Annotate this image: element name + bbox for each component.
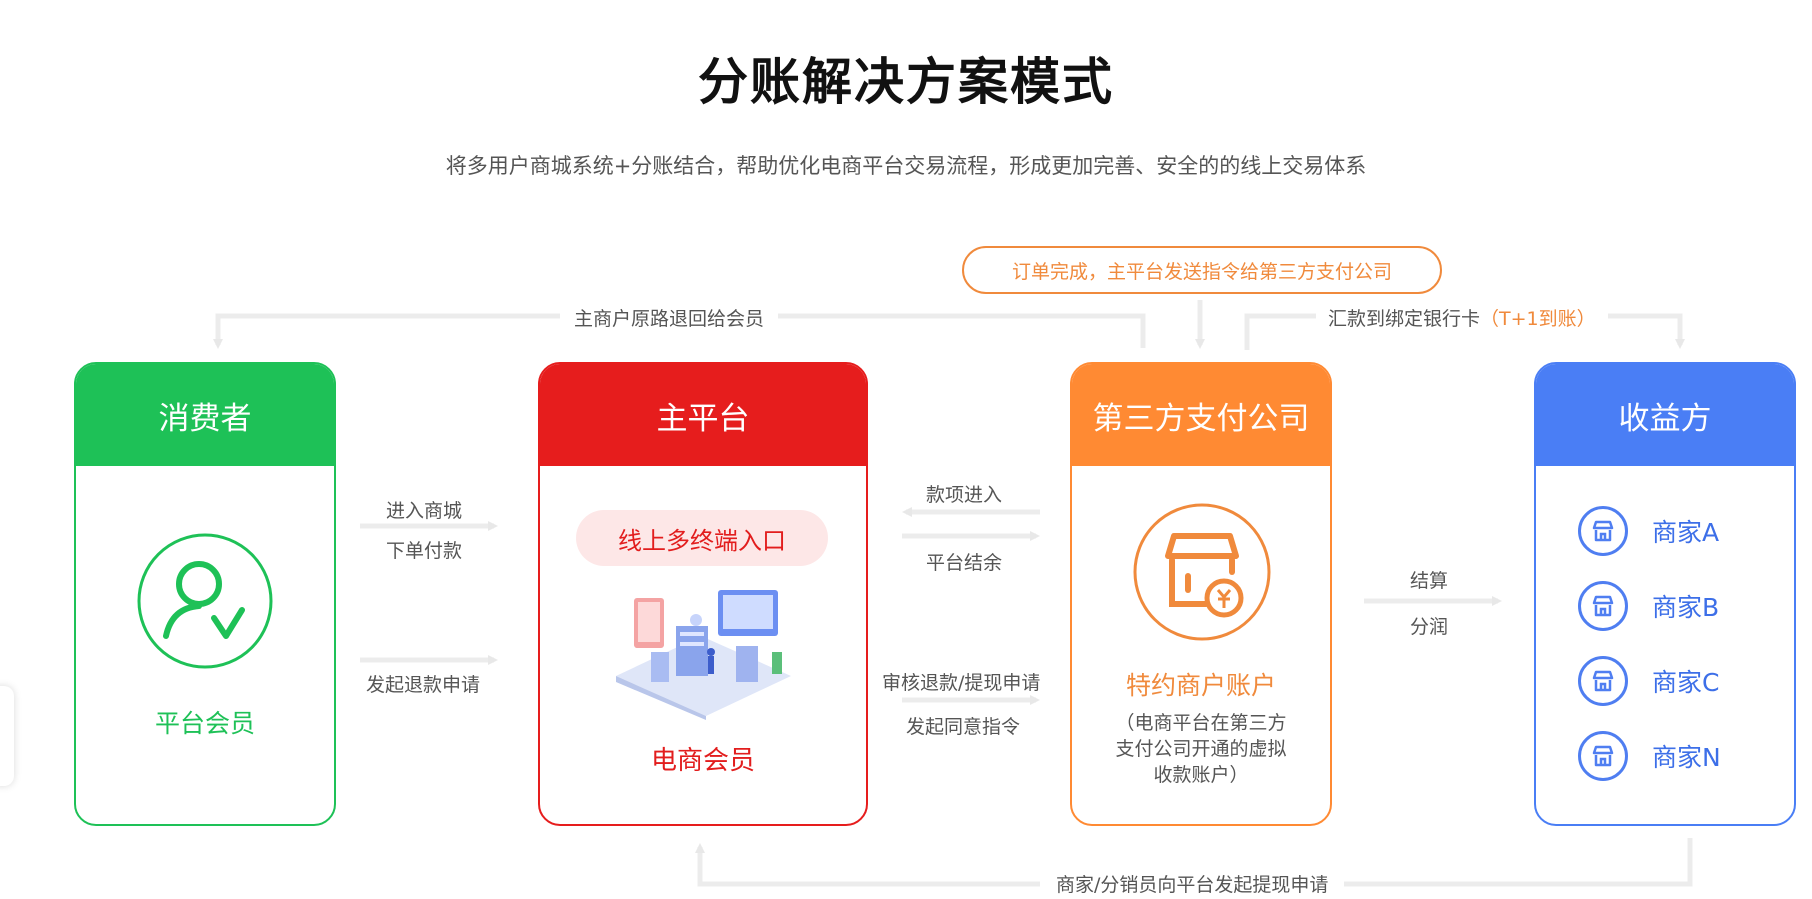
- enter-mall-label: 进入商城: [386, 500, 463, 522]
- virtual-account-description: （电商平台在第三方 支付公司开通的虚拟 收款账户）: [1115, 712, 1287, 786]
- consumer-card: 消费者 平台会员: [74, 362, 336, 826]
- platform-member-label: 平台会员: [154, 709, 255, 738]
- store-icon: [1578, 731, 1628, 781]
- merchant-name: 商家B: [1652, 593, 1720, 622]
- payment-in-label: 款项进入: [926, 484, 1003, 506]
- store-icon: [1578, 506, 1628, 556]
- payment-company-card-title: 第三方支付公司: [1072, 364, 1330, 466]
- merchant-item: 商家N: [1578, 731, 1721, 781]
- isometric-platform-illustration: [596, 586, 810, 720]
- bank-transfer-label: 汇款到绑定银行卡（T+1到账）: [1316, 304, 1608, 331]
- beneficiary-card-title: 收益方: [1536, 364, 1794, 466]
- payment-company-card: 第三方支付公司 特约商户账户 （电商平台在第三方 支付公司开通的虚拟 收款账户）: [1070, 362, 1332, 826]
- refund-return-label: 主商户原路退回给会员: [560, 304, 779, 331]
- place-order-label: 下单付款: [386, 540, 463, 562]
- merchant-item: 商家C: [1578, 656, 1719, 706]
- shop-money-icon: [1132, 502, 1272, 642]
- special-merchant-account-label: 特约商户账户: [1125, 671, 1276, 700]
- platform-card: 主平台: [538, 362, 868, 826]
- review-refund-label: 审核退款/提现申请: [882, 672, 1041, 694]
- page-title: 分账解决方案模式: [698, 53, 1114, 111]
- multi-terminal-entry-badge: 线上多终端入口: [576, 510, 828, 566]
- merchant-item: 商家B: [1578, 581, 1719, 631]
- page-subtitle: 将多用户商城系统+分账结合，帮助优化电商平台交易流程，形成更加完善、安全的的线上…: [445, 154, 1367, 178]
- consumer-card-title: 消费者: [76, 364, 334, 466]
- order-complete-notice: 订单完成，主平台发送指令给第三方支付公司: [962, 246, 1442, 294]
- merchant-item: 商家A: [1578, 506, 1719, 556]
- merchant-name: 商家A: [1652, 518, 1720, 547]
- platform-card-title: 主平台: [540, 364, 866, 466]
- store-icon: [1578, 656, 1628, 706]
- store-icon: [1578, 581, 1628, 631]
- user-check-icon: [136, 532, 274, 670]
- merchant-name: 商家N: [1652, 743, 1721, 772]
- withdraw-request-label: 商家/分销员向平台发起提现申请: [1040, 870, 1345, 897]
- floating-side-tab[interactable]: [0, 686, 14, 786]
- start-refund-label: 发起退款申请: [366, 674, 481, 696]
- split-profit-label: 分润: [1410, 616, 1449, 638]
- settle-label: 结算: [1410, 570, 1449, 592]
- ecommerce-member-label: 电商会员: [650, 746, 755, 776]
- platform-settle-label: 平台结余: [926, 552, 1003, 574]
- approve-command-label: 发起同意指令: [906, 716, 1021, 738]
- beneficiary-card: 收益方: [1534, 362, 1796, 826]
- merchant-name: 商家C: [1652, 668, 1720, 697]
